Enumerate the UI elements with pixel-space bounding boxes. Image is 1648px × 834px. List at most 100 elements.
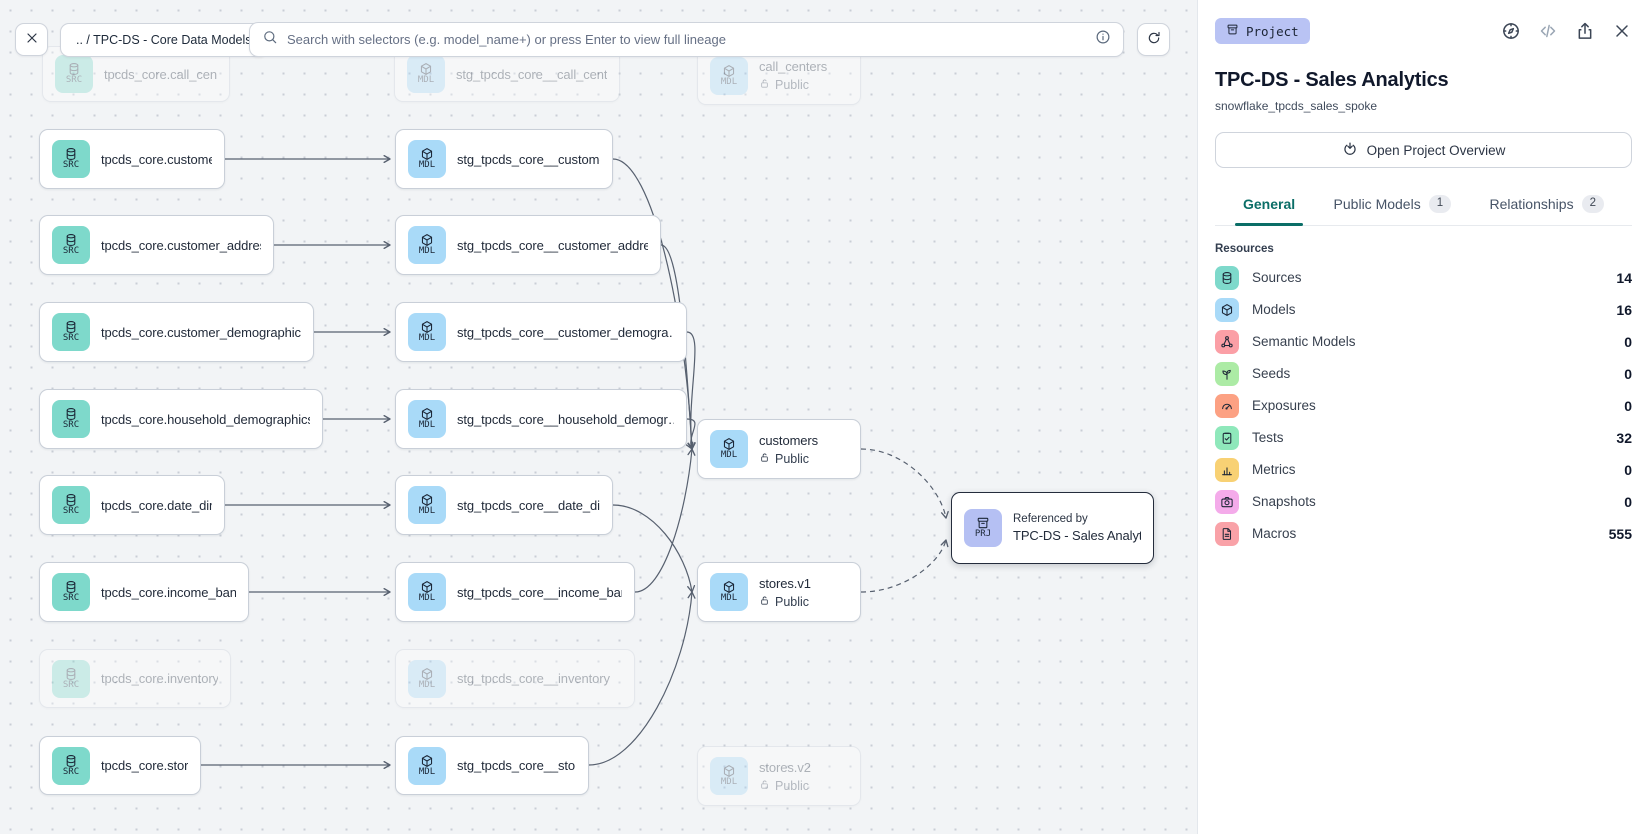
project-reference-node[interactable]: PRJ Referenced by TPC-DS - Sales Analytics — [951, 492, 1154, 564]
project-subtitle: snowflake_tpcds_sales_spoke — [1215, 99, 1378, 113]
tab-label: Relationships — [1489, 195, 1574, 212]
database-icon: SRC — [52, 140, 90, 178]
code-icon — [1538, 21, 1558, 41]
explore-lineage-button[interactable] — [1501, 21, 1521, 41]
node-visibility: Public — [759, 452, 818, 466]
resource-count: 32 — [1616, 429, 1632, 446]
node-title: stores.v1 — [759, 575, 811, 591]
exposure-icon — [1215, 393, 1239, 418]
node-type-label: MDL — [720, 593, 738, 604]
search-input[interactable] — [287, 32, 1086, 47]
node-type-label: MDL — [418, 679, 436, 690]
tab-general[interactable]: General — [1234, 189, 1304, 226]
close-panel-button[interactable] — [1612, 21, 1632, 41]
cube-icon: MDL — [408, 659, 446, 698]
metric-icon — [1215, 457, 1239, 482]
node-title: customers — [759, 432, 819, 448]
close-lineage-button[interactable] — [15, 23, 48, 56]
resource-count: 0 — [1624, 493, 1632, 510]
database-icon: SRC — [52, 573, 90, 611]
resource-count: 0 — [1624, 365, 1632, 382]
node-title: TPC-DS - Sales Analytics — [1013, 528, 1141, 543]
resource-label: Tests — [1252, 430, 1284, 446]
cube-icon: MDL — [710, 430, 748, 468]
lineage-edge — [634, 448, 696, 593]
database-icon: SRC — [52, 313, 90, 351]
overview-icon — [1342, 141, 1358, 160]
node-type-label: SRC — [62, 246, 80, 257]
graph-node[interactable]: SRC tpcds_core.inventory — [39, 649, 231, 708]
open-project-overview-button[interactable]: Open Project Overview — [1215, 132, 1632, 168]
tab-label: Public Models — [1333, 195, 1421, 212]
resource-label: Metrics — [1252, 462, 1296, 478]
lineage-edge — [686, 331, 696, 450]
share-button[interactable] — [1575, 21, 1595, 41]
node-title: call_centers — [759, 59, 828, 74]
node-title: tpcds_core.date_dim — [101, 497, 212, 513]
cube-icon — [1215, 297, 1239, 322]
search-bar[interactable] — [249, 22, 1124, 57]
project-badge: Project — [1215, 18, 1310, 44]
open-project-overview-label: Open Project Overview — [1366, 142, 1506, 158]
cube-icon: MDL — [408, 226, 446, 264]
node-title: tpcds_core.inventory — [101, 671, 218, 686]
node-type-label: SRC — [62, 679, 80, 690]
node-type-label: MDL — [418, 506, 436, 517]
breadcrumb[interactable]: .. / TPC-DS - Core Data Models — [60, 23, 268, 57]
close-icon — [24, 30, 40, 49]
node-title: tpcds_core.customer — [101, 151, 212, 167]
refresh-button[interactable] — [1137, 23, 1170, 56]
project-icon — [1226, 23, 1239, 39]
panel-header: Project — [1215, 18, 1632, 44]
node-title: stg_tpcds_core__customer_demogra… — [457, 324, 674, 340]
node-type-label: PRJ — [974, 529, 992, 540]
node-type-label: MDL — [418, 420, 436, 431]
node-visibility: Public — [759, 78, 827, 92]
lineage-edge — [612, 504, 696, 593]
node-kicker: Referenced by — [1013, 513, 1088, 525]
share-icon — [1575, 21, 1595, 41]
lineage-canvas[interactable]: SRCtpcds_core.call_centerMDLstg_tpcds_co… — [0, 0, 1197, 834]
view-code-button[interactable] — [1538, 21, 1558, 41]
cube-icon: MDL — [408, 140, 446, 178]
node-title: stg_tpcds_core__inventory — [457, 671, 610, 686]
cube-icon: MDL — [407, 55, 445, 93]
compass-icon — [1501, 21, 1521, 41]
node-title: stg_tpcds_core__income_band — [457, 584, 622, 600]
graph-node[interactable]: MDL stg_tpcds_core__inventory — [395, 649, 635, 708]
project-icon: PRJ — [964, 509, 1002, 547]
cube-icon: MDL — [408, 400, 446, 438]
node-type-label: MDL — [720, 450, 738, 461]
resource-label: Semantic Models — [1252, 334, 1356, 350]
node-type-label: MDL — [417, 75, 435, 86]
node-title: tpcds_core.household_demographics — [101, 411, 310, 427]
breadcrumb-label: .. / TPC-DS - Core Data Models — [76, 33, 252, 47]
database-icon: SRC — [52, 659, 90, 698]
info-icon[interactable] — [1095, 29, 1111, 50]
node-type-label: SRC — [62, 593, 80, 604]
unlock-icon — [759, 779, 770, 793]
node-type-label: MDL — [418, 766, 436, 777]
graph-node[interactable]: SRC tpcds_core.customer — [39, 129, 225, 189]
